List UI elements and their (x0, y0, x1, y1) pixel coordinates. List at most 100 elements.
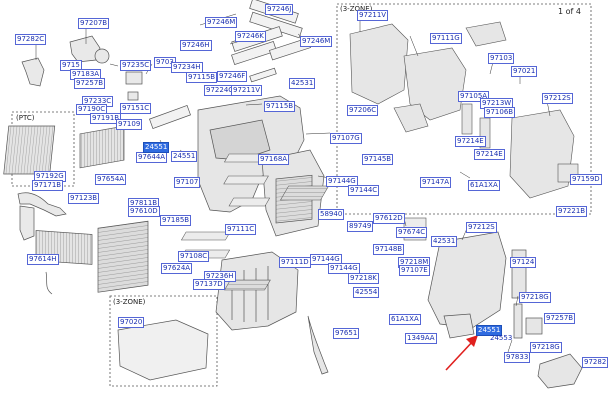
part-callout[interactable]: 97124 (510, 257, 537, 268)
part-callout[interactable]: 97111C (225, 224, 257, 235)
part-callout[interactable]: 97257B (74, 78, 106, 89)
highlighted-part-callout[interactable]: 24551 (476, 325, 503, 336)
part-callout[interactable]: 97171B (32, 180, 64, 191)
part-callout[interactable]: 97218G (519, 292, 551, 303)
part-callout[interactable]: 97207B (78, 18, 110, 29)
zone-frame-3zone-bottom (109, 295, 218, 387)
part-callout[interactable]: 97115B (186, 72, 218, 83)
part-callout[interactable]: 24551 (171, 151, 198, 162)
part-callout[interactable]: 97105A (458, 91, 490, 102)
part-callout[interactable]: 97246K (235, 31, 266, 42)
part-callout[interactable]: 97145B (362, 154, 394, 165)
part-callout[interactable]: 58940 (318, 209, 345, 220)
part-callout[interactable]: 97211V (357, 10, 389, 21)
part-callout[interactable]: 97674C (396, 227, 428, 238)
part-callout[interactable]: 97212S (542, 93, 573, 104)
part-callout[interactable]: 97168A (258, 154, 290, 165)
part-callout[interactable]: 97246M (205, 17, 238, 28)
part-callout[interactable]: 97282C (15, 34, 47, 45)
part-callout[interactable]: 97108C (178, 251, 210, 262)
tz-middle-housing (403, 47, 467, 121)
part-callout[interactable]: 89749 (347, 221, 374, 232)
part-callout[interactable]: 97221B (556, 206, 588, 217)
left-duct-parts (3, 35, 149, 295)
part-callout[interactable]: 97833 (504, 352, 531, 363)
drain-pipe (307, 315, 329, 375)
part-callout[interactable]: 97610D (128, 206, 160, 217)
part-callout[interactable]: 97137D (193, 279, 225, 290)
part-callout[interactable]: 97282 (582, 357, 608, 368)
part-callout[interactable]: 97144G (326, 176, 358, 187)
part-callout[interactable]: 97246F (217, 71, 248, 82)
part-callout[interactable]: 97257B (544, 313, 576, 324)
part-callout[interactable]: 97246H (180, 40, 212, 51)
damper-f (280, 185, 330, 201)
part-callout[interactable]: 97151C (120, 103, 152, 114)
blower-hose (17, 192, 67, 217)
part-callout[interactable]: 97644A (136, 152, 168, 163)
damper-b (223, 175, 269, 185)
tz-blend-door (393, 103, 429, 133)
part-callout[interactable]: 61A1XA (389, 314, 421, 325)
part-callout[interactable]: 97624A (161, 263, 193, 274)
part-callout[interactable]: 61A1XA (468, 180, 500, 191)
outlet-duct-right (537, 353, 583, 389)
part-callout[interactable]: 97107G (330, 133, 362, 144)
part-callout[interactable]: 97612D (373, 213, 405, 224)
part-callout[interactable]: 97148B (373, 244, 405, 255)
filter-strip (149, 105, 191, 129)
part-callout[interactable]: 97212S (466, 222, 497, 233)
part-callout[interactable]: 97144C (348, 185, 380, 196)
red-indicator-arrow-shaft (445, 339, 475, 371)
part-callout[interactable]: 97214E (455, 136, 486, 147)
part-callout[interactable]: 97144G (310, 254, 342, 265)
part-callout[interactable]: 97651 (333, 328, 360, 339)
part-callout[interactable]: 97107E (399, 265, 430, 276)
page-indicator: 1 of 4 (558, 7, 581, 16)
part-callout[interactable]: 97185B (160, 215, 192, 226)
red-indicator-arrow-head (466, 335, 478, 347)
part-callout[interactable]: 42531 (289, 78, 316, 89)
part-callout[interactable]: 97211V (231, 85, 263, 96)
duct-bracket (19, 205, 35, 241)
part-callout[interactable]: 97106B (484, 107, 516, 118)
part-callout[interactable]: 97614H (27, 254, 59, 265)
lower-case-ribs (231, 266, 269, 322)
part-callout[interactable]: 97159D (570, 174, 602, 185)
highlighted-part-callout[interactable]: 24551 (143, 142, 170, 153)
three-zone-assembly (349, 21, 579, 199)
actuator-left (94, 48, 110, 64)
part-callout[interactable]: 97235C (120, 60, 152, 71)
part-callout[interactable]: 24553 (490, 334, 513, 342)
tz-link-2 (479, 117, 491, 149)
tz-right-housing (509, 109, 575, 199)
part-callout[interactable]: 97654A (95, 174, 127, 185)
bracket-small-2 (125, 71, 143, 85)
part-callout[interactable]: 97218G (530, 342, 562, 353)
part-callout[interactable]: 97144G (328, 263, 360, 274)
part-callout[interactable]: 42554 (353, 287, 380, 298)
part-callout[interactable]: 97214E (474, 149, 505, 160)
damper-g (224, 279, 271, 291)
part-callout[interactable]: 97109 (116, 119, 143, 130)
part-callout[interactable]: 97111G (430, 33, 462, 44)
part-callout[interactable]: 97206C (347, 105, 379, 116)
part-callout[interactable]: 97115B (264, 101, 296, 112)
zone-label-3zone-top: (3-ZONE) (340, 5, 373, 13)
part-callout[interactable]: 97021 (511, 66, 538, 77)
right-case-outlet (443, 313, 475, 339)
part-callout[interactable]: 97191B (90, 113, 122, 124)
part-callout[interactable]: 97107 (174, 177, 201, 188)
part-callout[interactable]: 1349AA (405, 333, 437, 344)
part-callout[interactable]: 97147A (420, 177, 452, 188)
part-callout[interactable]: 97123B (68, 193, 100, 204)
part-callout[interactable]: 97246J (265, 4, 294, 15)
bottom-tray (117, 319, 209, 381)
part-callout[interactable]: 97246M (300, 36, 333, 47)
part-callout[interactable]: 42531 (431, 236, 458, 247)
part-callout[interactable]: 97020 (118, 317, 145, 328)
part-callout[interactable]: 97111D (279, 257, 311, 268)
part-callout[interactable]: 97218K (348, 273, 379, 284)
actuator-right (525, 317, 543, 335)
part-callout[interactable]: 97103 (488, 53, 515, 64)
